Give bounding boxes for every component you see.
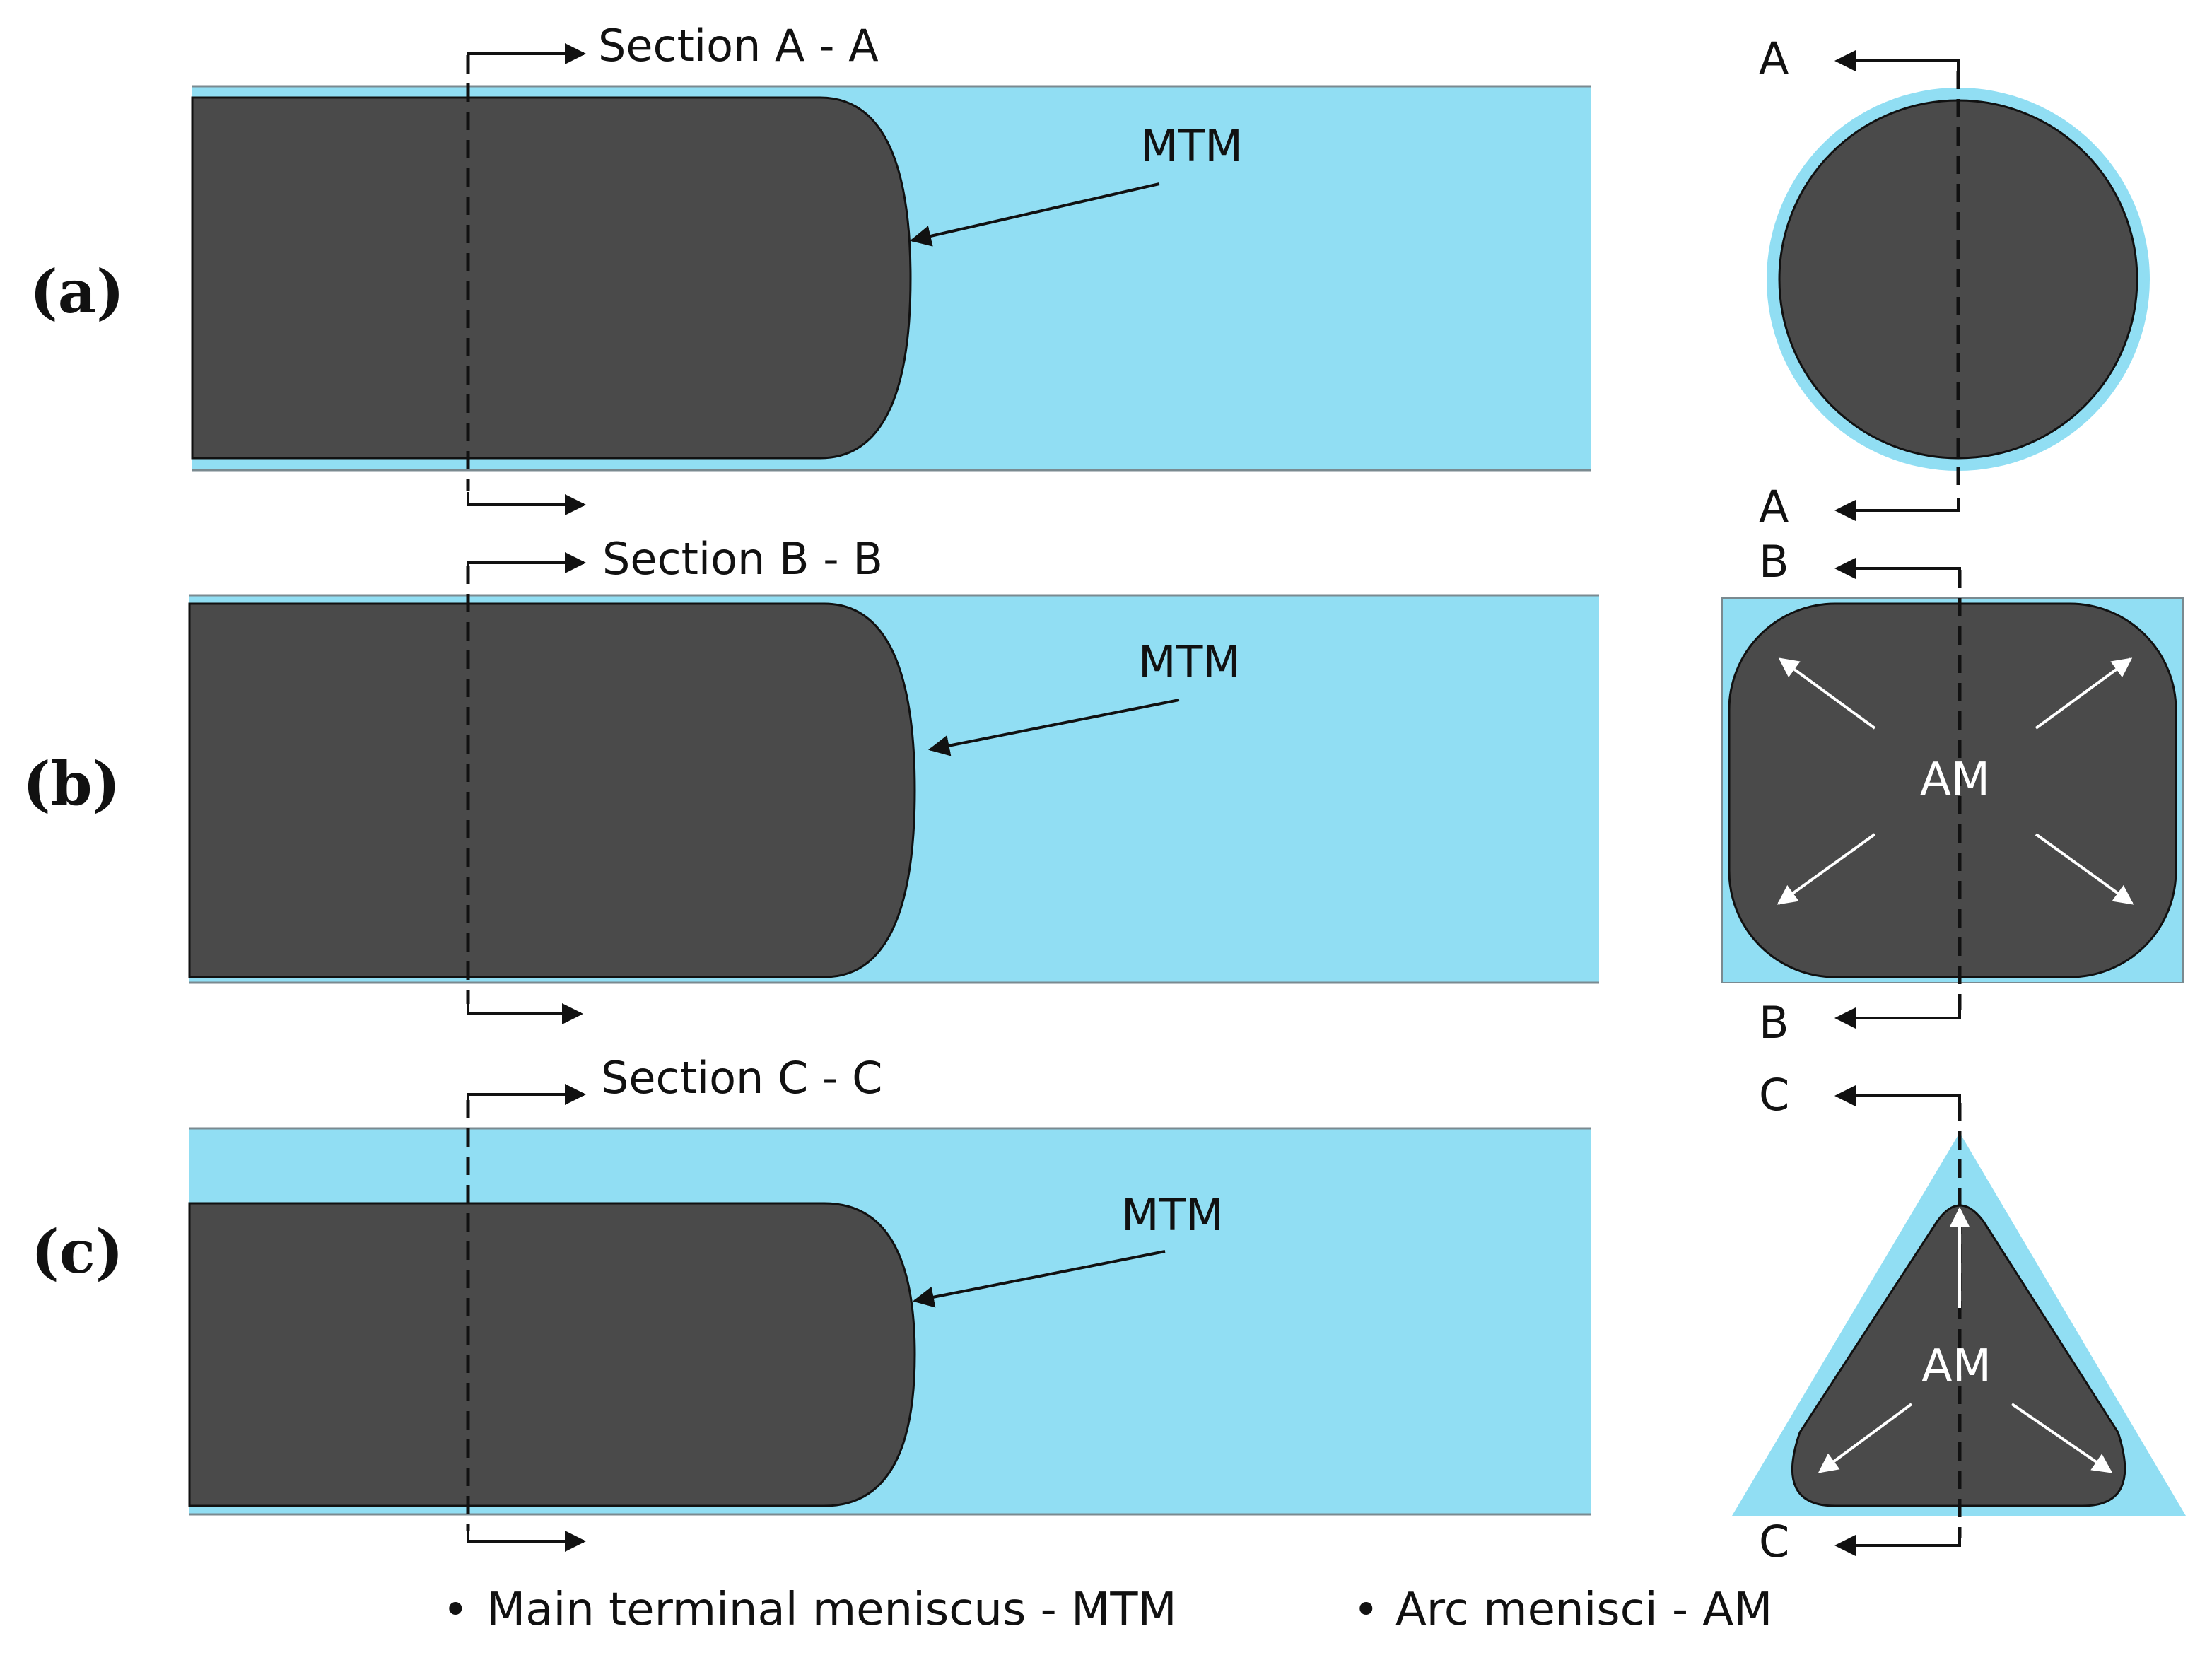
panel-b: (b) MTM Section B - B B B AM [23,533,2184,1048]
legend-item-mtm: Main terminal meniscus - MTM [486,1584,1177,1636]
panel-b-am-arrow-top-right [2035,657,2133,730]
panel-b-cross-arrow-top [1834,558,1961,580]
panel-b-cross-arrow-bottom [1834,1007,1961,1029]
panel-c-cut-letter-top: C [1759,1069,1789,1121]
panel-b-mtm-label: MTM [1138,636,1241,688]
panel-b-cut-arrow-bottom [467,1003,583,1024]
panel-c-label: (c) [31,1217,124,1287]
panel-c-mtm-label: MTM [1121,1189,1224,1241]
panel-b-mtm-arrow [928,699,1180,756]
panel-c-am-label: AM [1921,1340,1991,1393]
panel-a-cross-arrow-bottom [1834,498,1960,521]
panel-a-cut-arrow-bottom [467,492,586,515]
panel-a-solid-plug [191,96,912,460]
panel-b-am-arrow-top-left [1778,657,1876,730]
legend: • Main terminal meniscus - MTM • Arc men… [443,1584,1772,1636]
legend-bullet-mtm: • [443,1584,469,1635]
legend-bullet-am: • [1353,1584,1379,1635]
panel-a-cut-letter-top: A [1759,33,1789,84]
panel-b-solid-plug [188,602,916,978]
legend-item-am: Arc menisci - AM [1395,1584,1772,1636]
panel-b-am-arrow-bottom-left [1777,833,1876,905]
panel-c-am-arrow-left [1818,1403,1913,1473]
panel-a-cut-arrow-top [467,43,586,65]
panel-a-mtm-arrow [910,182,1160,247]
panel-c: (c) MTM Section C - C C C AM [31,1052,2186,1567]
panel-b-section-title: Section B - B [602,533,883,585]
panel-b-am-label: AM [1920,754,1990,806]
panel-c-cross-arrow-bottom [1834,1533,1961,1556]
panel-b-cut-arrow-top [467,552,586,575]
panel-b-label: (b) [23,749,120,819]
panel-a-section-title: Section A - A [598,20,879,71]
panel-c-cut-arrow-bottom [467,1529,586,1552]
panel-c-am-arrow-right [2011,1403,2113,1473]
panel-b-am-arrow-bottom-right [2035,833,2134,905]
panel-a-mtm-label: MTM [1140,120,1243,172]
panel-b-cut-letter-top: B [1759,536,1789,588]
panel-c-cut-arrow-top [467,1084,586,1107]
panel-a-cross-arrow-top [1834,50,1960,74]
panel-c-mtm-arrow [913,1250,1166,1308]
panel-c-solid-plug [188,1202,916,1507]
panel-a-cut-letter-bottom: A [1759,481,1789,532]
panel-b-cut-letter-bottom: B [1759,997,1789,1048]
panel-b-cross-section-solid [1728,602,2177,978]
panel-c-cross-arrow-top [1834,1085,1961,1109]
panel-a: (a) MTM Section A - A A A [30,20,2150,532]
panel-c-cut-letter-bottom: C [1759,1516,1789,1567]
panel-c-section-title: Section C - C [601,1052,882,1104]
panel-a-label: (a) [30,257,124,327]
